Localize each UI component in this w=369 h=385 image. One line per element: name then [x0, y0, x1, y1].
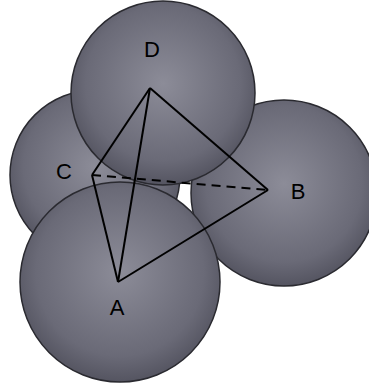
- edge-db: [150, 88, 268, 190]
- vertex-label: B: [291, 181, 306, 203]
- vertex-label: A: [110, 297, 125, 319]
- edge-ad: [118, 88, 150, 282]
- vertex-label: D: [144, 39, 160, 61]
- edge-cd: [92, 88, 150, 175]
- edge-ca: [92, 175, 118, 282]
- sphere-d: [71, 1, 255, 185]
- edge-cb-hidden: [92, 175, 268, 190]
- sphere-a: [20, 182, 220, 382]
- edge-ab: [118, 190, 268, 282]
- vertex-label: C: [56, 161, 72, 183]
